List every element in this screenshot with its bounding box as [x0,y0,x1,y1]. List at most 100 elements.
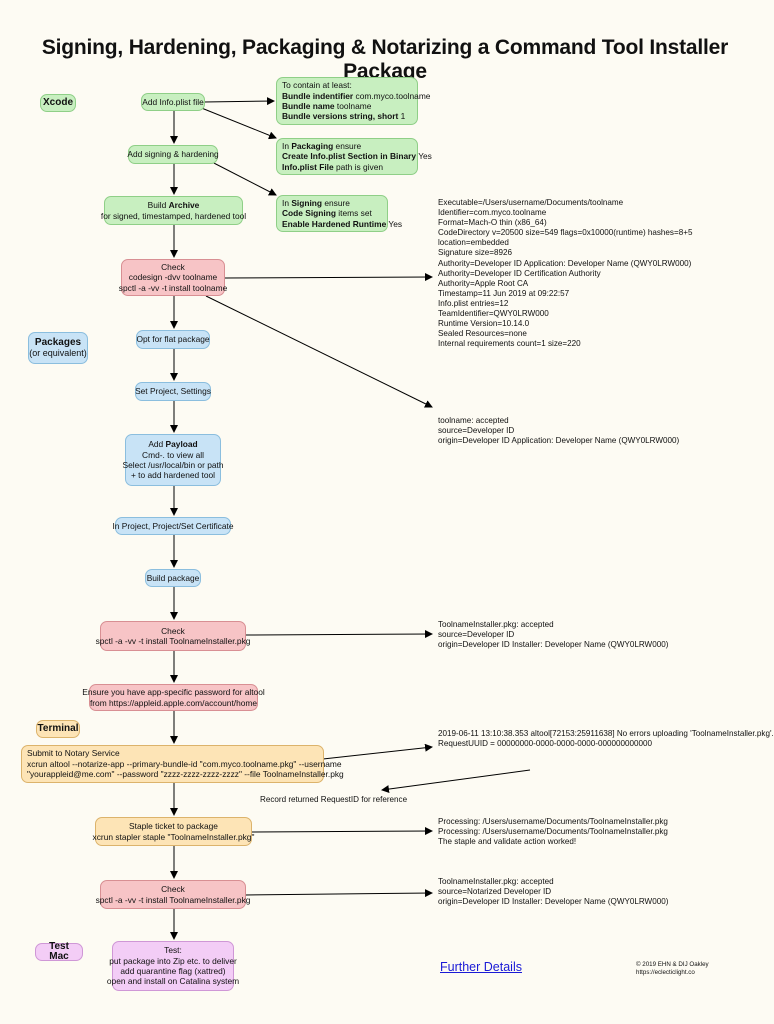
step-signing-hardening-label: Add signing & hardening [127,149,219,160]
output-spctl-notarized: ToolnameInstaller.pkg: accepted source=N… [438,877,668,907]
step-set-certificate: In Project, Project/Set Certificate [112,517,234,535]
payload-line-3: + to add hardened tool [130,470,216,481]
output-spctl-pkg: ToolnameInstaller.pkg: accepted source=D… [438,620,668,650]
note-packaging-item-1-val: Yes [416,151,432,162]
check1-line-3: spctl -a -vv -t install toolname [118,282,228,293]
step-test: Test: put package into Zip etc. to deliv… [107,941,239,991]
output-altool: 2019-06-11 13:10:38.353 altool[72153:259… [438,729,774,749]
stapler-line: Processing: /Users/username/Documents/To… [438,817,668,826]
note-packaging-item-2: Info.plist File path is given [282,162,383,172]
note-packaging-item-1-key: Create Info.plist Section in Binary [282,151,417,162]
payload-pre: Add [148,439,166,450]
codesign-line: Format=Mach-O thin (x86_64) [438,218,547,228]
check2-line-1: Check [161,625,185,636]
copyright-block: © 2019 EHN & DIJ Oakley https://eclectic… [636,961,709,977]
packaging-post: ensure [333,140,362,151]
spctl-tool-line: source=Developer ID [438,426,515,436]
codesign-line: Timestamp=11 Jun 2019 at 09:22:57 [438,288,570,298]
spctl-tool-line: origin=Developer ID Application: Develop… [438,436,680,446]
codesign-line: Sealed Resources=none [438,329,527,339]
record-request-note: Record returned RequestID for reference [260,795,408,804]
arrow-check1-to-codesign [223,273,433,282]
copyright-text: © 2019 EHN & DIJ Oakley [636,961,709,968]
step-build-archive-title: Build Archive [148,200,200,210]
codesign-line: TeamIdentifier=QWY0LRW000 [438,309,549,319]
note-signing-item-2-key: Enable Hardened Runtime [282,218,387,229]
note-info-item-2: Bundle name toolname [282,101,371,111]
arrow-submit-to-altool [322,743,433,760]
note-signing-item-1-key: Code Signing [282,208,336,219]
step-add-info-plist: Add Info.plist file [141,93,205,111]
signing-pre: In [282,197,292,208]
check3-line-1: Check [161,884,185,895]
step-check-package: Check spctl -a -vv -t install ToolnameIn… [96,621,250,651]
step-check-notarized: Check spctl -a -vv -t install ToolnameIn… [96,880,250,909]
site-url: https://eclecticlight.co [636,969,695,976]
packaging-bold: Packaging [291,140,334,151]
note-packaging: In Packaging ensure Create Info.plist Se… [276,138,432,175]
section-packages: Packages (or equivalent) [28,332,88,364]
note-info-plist: To contain at least: Bundle indentifier … [276,77,430,125]
note-signing-intro: In Signing ensure [282,198,350,208]
arrow-check3-to-output [244,889,433,898]
note-info-item-3-key: Bundle versions string, short [282,111,399,122]
note-info-item-2-key: Bundle name [282,101,335,111]
codesign-line: Signature size=8926 [438,248,513,258]
submit-line-3: "yourappleid@me.com" --password "zzzz-zz… [27,769,344,780]
altool-line: RequestUUID = 00000000-0000-0000-0000-00… [438,739,652,749]
codesign-line: CodeDirectory v=20500 size=549 flags=0x1… [438,228,693,238]
submit-line-2: xcrun altool --notarize-app --primary-bu… [27,758,342,769]
spctl-tool-line: toolname: accepted [438,416,509,425]
spctl-pkg-line: source=Developer ID [438,630,515,640]
step-add-info-plist-label: Add Info.plist file [142,96,204,107]
step-build-package-label: Build package [146,572,200,583]
step-add-payload: Add Payload Cmd-. to view all Select /us… [122,434,224,486]
codesign-line: Executable=/Users/username/Documents/too… [438,198,624,207]
arrow-signing-to-signing-note [207,159,277,196]
test-line-2: put package into Zip etc. to deliver [109,955,237,966]
note-signing-item-2-val: Yes [386,218,403,229]
archive-pre: Build [147,200,169,211]
payload-line-2: Select /usr/local/bin or path [122,460,224,470]
password-line-2: from https://appleid.apple.com/account/h… [89,697,258,708]
arrow-check1-to-spctl [205,295,433,408]
spctl-pkg-line: origin=Developer ID Installer: Developer… [438,640,669,650]
check1-line-1: Check [161,261,185,272]
section-packages-label: Packages [34,336,82,348]
spctl-notarized-line: origin=Developer ID Installer: Developer… [438,897,669,907]
check3-line-2: spctl -a -vv -t install ToolnameInstalle… [95,894,251,905]
stapler-line: Processing: /Users/username/Documents/To… [438,827,668,837]
note-info-intro: To contain at least: [282,80,352,91]
step-build-archive-desc: for signed, timestamped, hardened tool [100,210,247,221]
further-details-link[interactable]: Further Details [440,960,522,974]
signing-bold: Signing [291,197,323,208]
section-terminal-label: Terminal [37,722,79,734]
section-terminal: Terminal [36,720,80,738]
step-set-project-label: Set Project, Settings [135,386,211,397]
note-info-item-1: Bundle indentifier com.myco.toolname [282,91,430,101]
spctl-pkg-line: ToolnameInstaller.pkg: accepted [438,620,554,629]
note-packaging-item-2-val: path is given [333,161,384,172]
note-signing: In Signing ensure Code Signing items set… [276,195,402,232]
section-test-mac: Test Mac [35,941,83,962]
section-xcode-label: Xcode [43,96,74,108]
note-packaging-item-1: Create Info.plist Section in Binary Yes [282,151,432,161]
note-packaging-intro: In Packaging ensure [282,141,361,151]
test-line-3: add quarantine flag (xattred) [120,966,226,976]
signing-post: ensure [322,197,350,208]
payload-title: Add Payload [148,439,197,449]
check2-line-2: spctl -a -vv -t install ToolnameInstalle… [95,636,251,646]
section-packages-sublabel: (or equivalent) [29,348,87,358]
step-app-password: Ensure you have app-specific password fo… [82,684,265,711]
output-spctl-tool: toolname: accepted source=Developer ID o… [438,416,679,446]
codesign-line: Authority=Developer ID Application: Deve… [438,258,692,268]
codesign-line: Identifier=com.myco.toolname [438,208,547,218]
step-set-certificate-label: In Project, Project/Set Certificate [112,520,234,531]
step-build-archive: Build Archive for signed, timestamped, h… [100,196,247,225]
step-build-package: Build package [145,569,201,587]
note-info-item-1-key: Bundle indentifier [282,90,354,101]
codesign-line: Runtime Version=10.14.0 [438,319,530,329]
test-line-4: open and install on Catalina system [106,976,240,987]
note-info-item-3: Bundle versions string, short 1 [282,111,405,121]
